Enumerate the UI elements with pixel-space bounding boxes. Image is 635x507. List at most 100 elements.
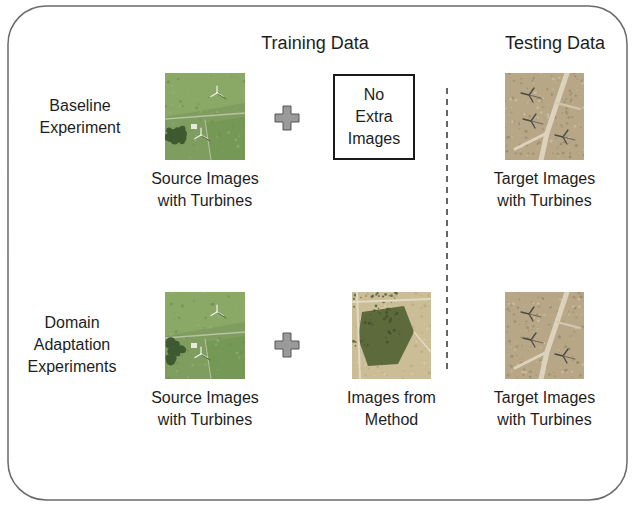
aerial-detail — [569, 155, 572, 158]
text-box: No Extra Images — [333, 74, 415, 160]
aerial-detail — [516, 363, 518, 365]
aerial-detail — [526, 326, 529, 329]
image-tile: Target Images with Turbines — [505, 73, 584, 212]
aerial-detail — [571, 102, 573, 104]
aerial-detail — [186, 90, 188, 92]
aerial-detail — [166, 337, 176, 347]
aerial-detail — [563, 356, 575, 359]
aerial-detail — [364, 364, 366, 366]
aerial-detail — [563, 130, 568, 137]
aerial-detail — [167, 80, 170, 83]
aerial-detail — [538, 306, 540, 308]
aerial-detail — [195, 354, 201, 358]
aerial-detail — [511, 370, 513, 372]
aerial-detail — [165, 73, 245, 117]
aerial-detail — [524, 371, 527, 374]
aerial-detail — [403, 370, 404, 371]
aerial-detail — [423, 304, 426, 307]
image-tile: Target Images with Turbines — [505, 292, 584, 431]
aerial-detail — [378, 295, 380, 297]
aerial-detail — [581, 326, 582, 327]
aerial-detail — [196, 135, 198, 137]
aerial-detail — [560, 124, 562, 126]
aerial-detail — [557, 80, 558, 81]
aerial-detail — [203, 327, 205, 329]
aerial-detail — [374, 375, 375, 376]
aerial-detail — [509, 310, 511, 312]
divider-line — [446, 88, 448, 372]
aerial-detail — [231, 76, 232, 77]
aerial-detail — [191, 124, 197, 129]
aerial-detail — [361, 354, 362, 355]
aerial-detail — [575, 297, 576, 298]
aerial-detail — [538, 99, 541, 102]
aerial-detail — [536, 98, 538, 100]
aerial-detail — [506, 150, 509, 153]
aerial-detail — [234, 138, 237, 141]
aerial-detail — [175, 330, 178, 333]
aerial-detail — [202, 136, 210, 141]
aerial-detail — [549, 145, 550, 146]
aerial-detail — [376, 366, 379, 369]
aerial-detail — [552, 78, 555, 81]
aerial-image — [165, 292, 245, 379]
aerial-detail — [385, 337, 387, 339]
aerial-detail — [548, 373, 551, 376]
aerial-detail — [576, 362, 578, 364]
aerial-detail — [420, 315, 423, 318]
aerial-detail — [193, 315, 195, 317]
aerial-detail — [389, 295, 390, 296]
aerial-detail — [400, 341, 401, 342]
aerial-detail — [579, 374, 582, 377]
aerial-detail — [367, 343, 369, 345]
aerial-detail — [232, 125, 234, 127]
aerial-detail — [389, 306, 390, 307]
aerial-detail — [574, 127, 575, 128]
aerial-detail — [508, 159, 509, 160]
aerial-detail — [519, 128, 520, 129]
aerial-detail — [506, 301, 508, 303]
aerial-detail — [170, 104, 172, 106]
aerial-detail — [172, 123, 174, 125]
aerial-detail — [574, 125, 577, 128]
aerial-detail — [173, 312, 174, 313]
aerial-detail — [568, 314, 570, 316]
aerial-detail — [178, 145, 180, 147]
aerial-detail — [204, 316, 207, 319]
aerial-detail — [581, 82, 583, 84]
aerial-detail — [547, 116, 550, 119]
aerial-detail — [529, 376, 532, 379]
aerial-detail — [170, 303, 173, 306]
box-text: No Extra Images — [344, 84, 404, 150]
aerial-detail — [559, 352, 560, 353]
aerial-detail — [525, 136, 528, 139]
aerial-detail — [216, 86, 217, 93]
image-caption: Source Images with Turbines — [143, 168, 267, 212]
aerial-detail — [560, 143, 563, 146]
aerial-image — [505, 292, 584, 379]
aerial-detail — [179, 139, 184, 144]
aerial-detail — [542, 128, 544, 130]
aerial-detail — [236, 351, 239, 354]
aerial-detail — [165, 105, 167, 107]
aerial-detail — [423, 338, 425, 340]
aerial-detail — [189, 156, 191, 158]
aerial-detail — [353, 298, 355, 300]
aerial-image — [505, 73, 584, 160]
aerial-detail — [379, 312, 382, 315]
aerial-detail — [543, 342, 545, 344]
aerial-detail — [383, 373, 386, 376]
aerial-detail — [195, 107, 198, 110]
aerial-detail — [518, 124, 520, 126]
aerial-detail — [557, 103, 580, 109]
aerial-detail — [511, 304, 513, 306]
column-heading: Training Data — [261, 31, 368, 55]
aerial-detail — [202, 355, 210, 360]
aerial-detail — [522, 374, 524, 376]
aerial-detail — [557, 148, 558, 149]
aerial-detail — [166, 355, 172, 361]
aerial-detail — [531, 333, 536, 340]
aerial-detail — [352, 292, 431, 379]
aerial-detail — [423, 324, 424, 325]
aerial-detail — [536, 361, 538, 363]
